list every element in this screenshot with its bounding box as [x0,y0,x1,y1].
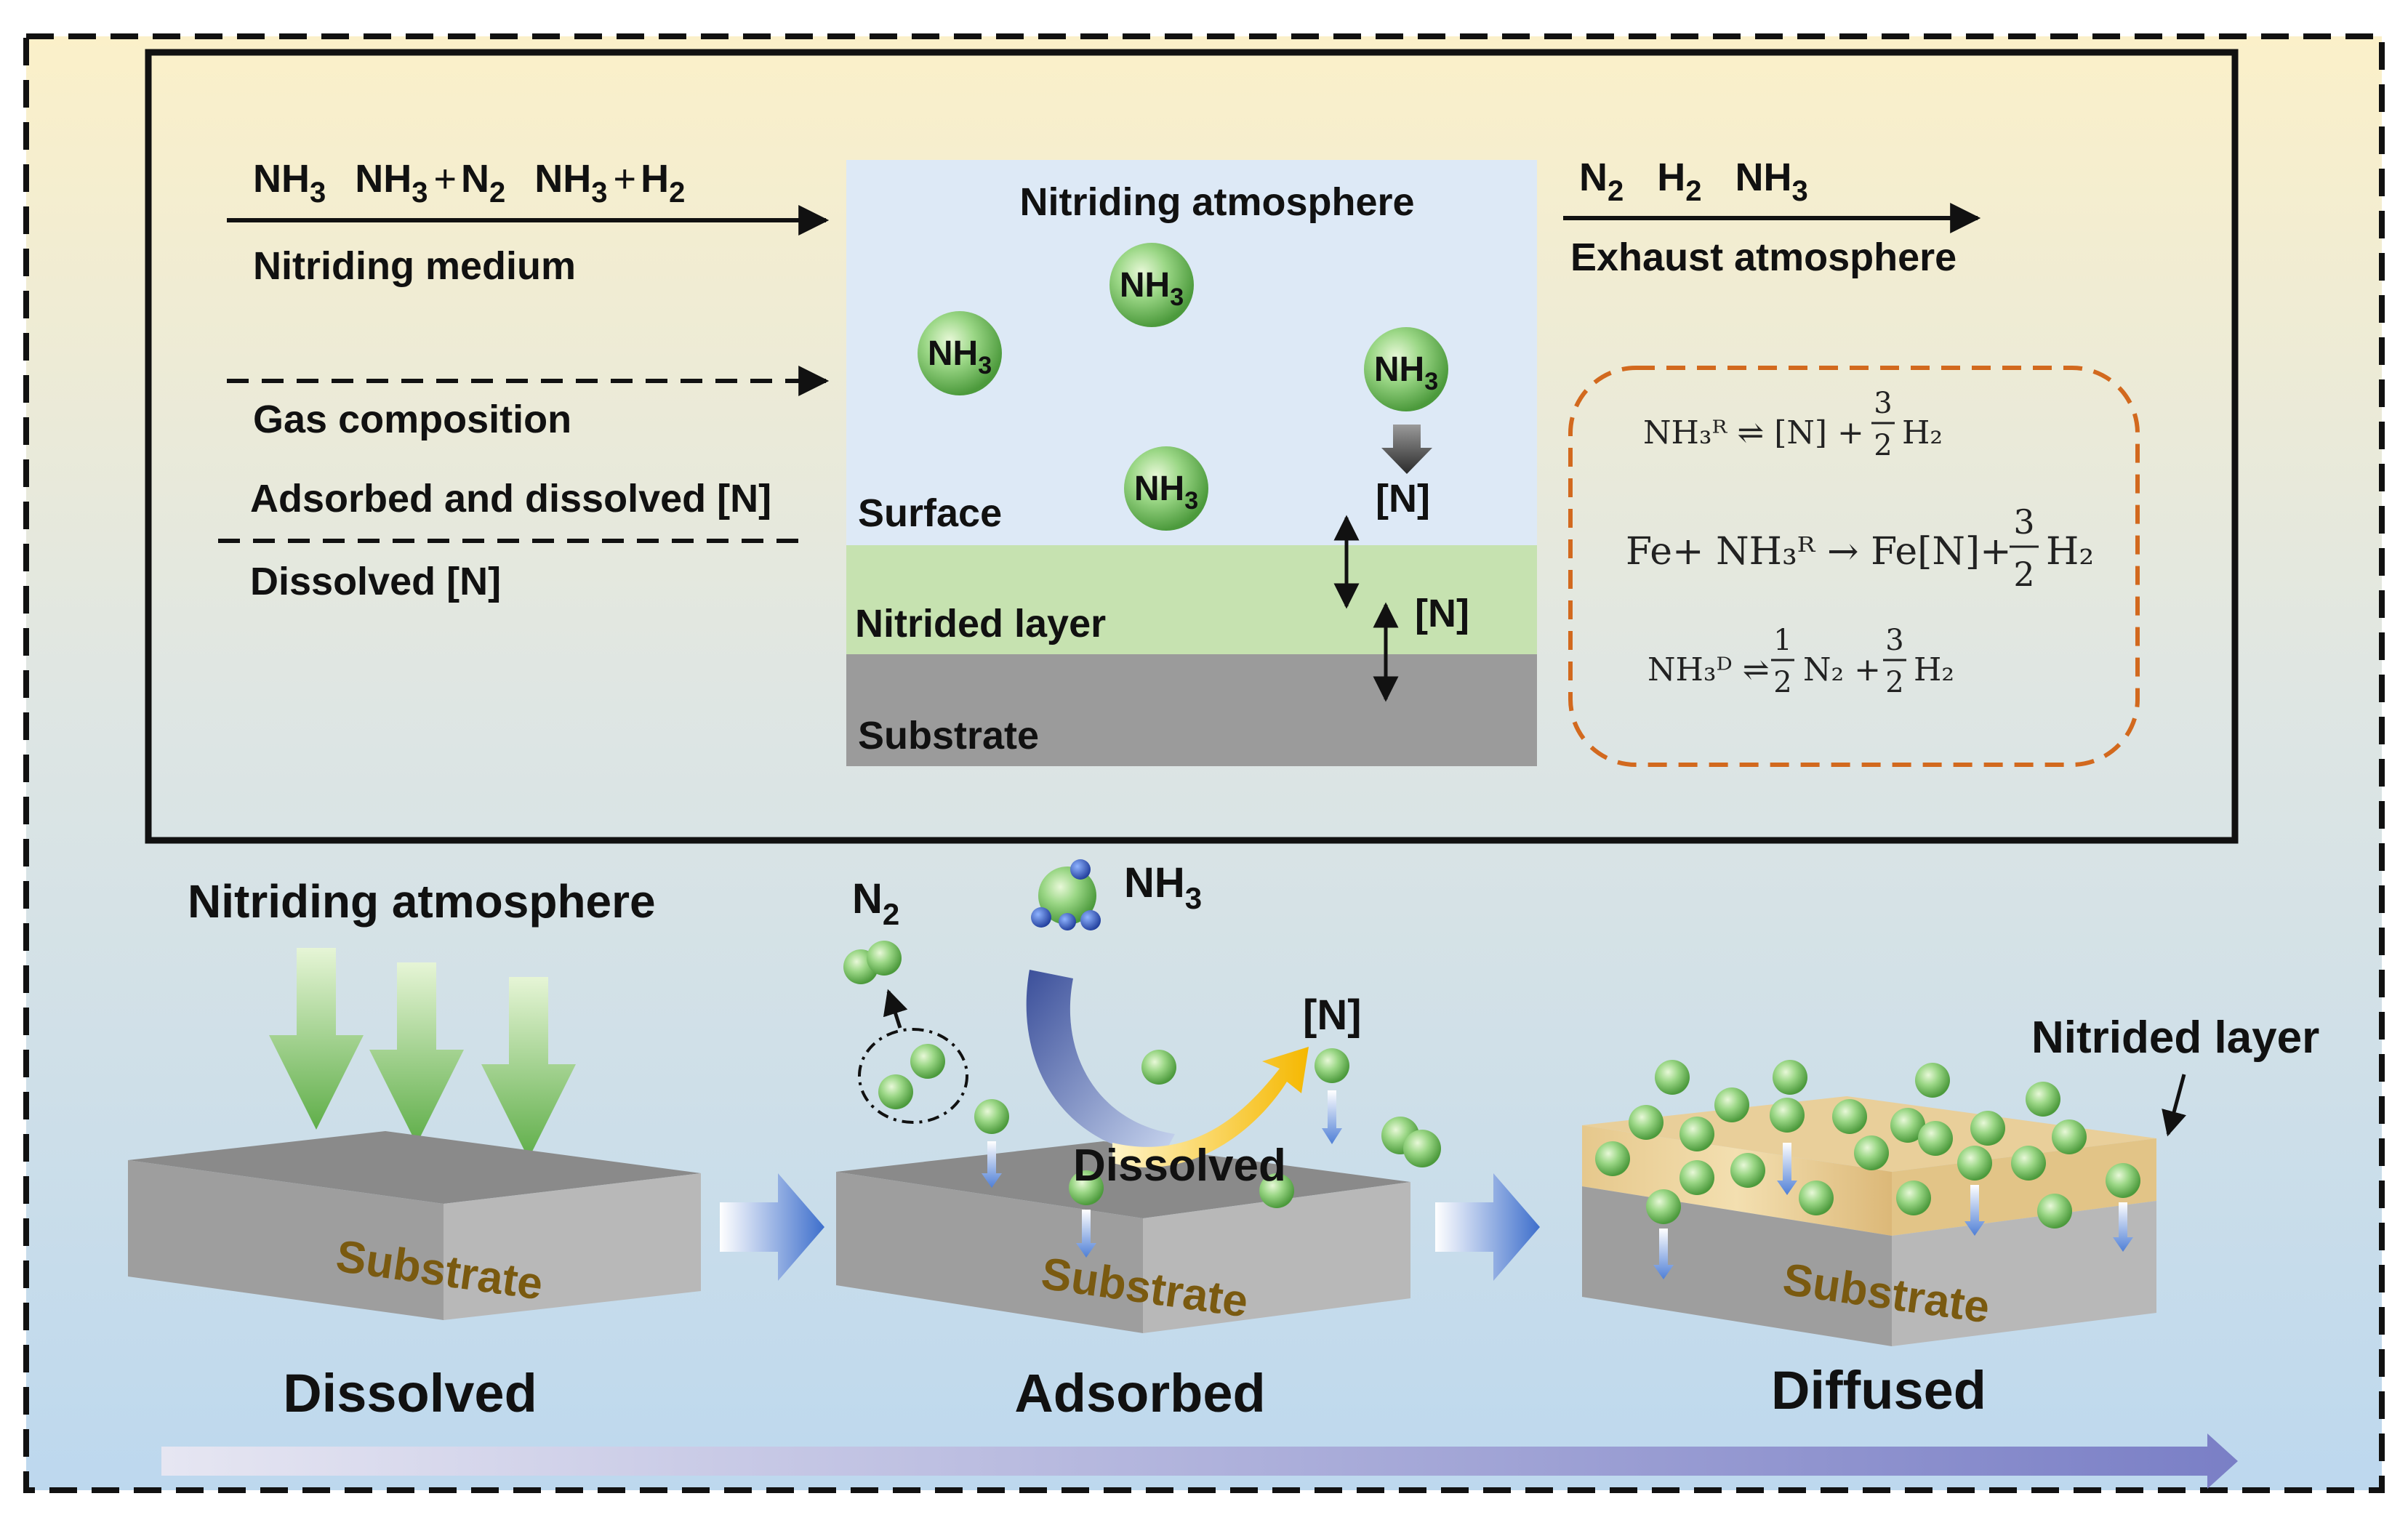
gas-composition-label: Gas composition [253,398,571,441]
nitrided-layer-bottom-label: Nitrided layer [2031,1013,2319,1063]
stage-arrow-1 [720,1173,824,1281]
green-down-arrow-1 [269,948,364,1130]
stage-label-dissolved: Dissolved [283,1363,537,1423]
equation-1: NH₃ᴿ ⇌ [N] + 3 2 H₂ [1643,387,1943,462]
nh3-3d-molecule [1031,859,1101,930]
progress-arrow [161,1433,2238,1489]
nh3-molecule-3: NH3 [1364,327,1448,411]
n-atom-surface-a [974,1099,1009,1134]
n2-label: N2 [852,875,899,931]
n-atom-circle-a [910,1044,945,1079]
svg-text:2: 2 [1874,429,1892,462]
svg-text:1: 1 [1773,624,1791,657]
stage-arrow-2 [1435,1173,1540,1281]
equation-3: NH₃ᴰ ⇌ 1 2 N₂ + 3 2 H₂ [1648,624,1954,699]
green-down-arrow-2 [369,962,464,1144]
n-surface-arrow-a [982,1141,1002,1188]
dissolved-mid-label: Dissolved [1073,1141,1286,1191]
svg-text:NH3: NH3 [1120,266,1184,311]
dissolution-curve [1112,1047,1309,1167]
n-atom-free [1141,1050,1176,1085]
svg-text:2: 2 [1885,666,1903,699]
svg-text:H₂: H₂ [2046,530,2094,574]
n-atom-surface-b [1069,1170,1104,1205]
bottom-n-label: [N] [1303,992,1362,1039]
top-panel-frame [145,49,2239,844]
svg-text:NH₃ᴰ ⇌: NH₃ᴰ ⇌ [1648,651,1770,688]
recombination-circle [858,1028,968,1124]
n2-surface-b [1403,1130,1441,1167]
svg-text:3: 3 [2013,502,2034,542]
exhaust-label: Exhaust atmosphere [1570,236,1956,279]
svg-text:NH3: NH3 [1134,470,1198,515]
svg-text:NH₃ᴿ ⇌ [N] +: NH₃ᴿ ⇌ [N] + [1643,414,1864,451]
surface-n-label: [N] [1376,477,1430,520]
green-down-arrow-3 [481,977,576,1159]
svg-text:H₂: H₂ [1902,414,1943,451]
decomposition-curve [1026,970,1175,1156]
svg-text:3: 3 [1874,387,1892,420]
svg-text:2: 2 [1773,666,1791,699]
nh3-molecule-1: NH3 [1109,243,1194,327]
n-atom-circle-b [878,1074,913,1109]
bottom-atmosphere-label: Nitriding atmosphere [188,875,656,928]
substrate-region [846,654,1537,766]
substrate-label: Substrate [858,714,1039,757]
nitriding-medium-label: Nitriding medium [253,244,576,288]
nh3-bottom-label: NH3 [1124,859,1202,915]
surface-label: Surface [858,491,1002,535]
svg-text:NH3: NH3 [928,334,992,379]
nitrided-layer-region [846,545,1537,654]
svg-text:NH3: NH3 [1374,350,1438,395]
atmosphere-title: Nitriding atmosphere [1019,180,1414,224]
n-atom-label [1315,1048,1349,1083]
n2-atom-b [867,941,902,976]
svg-text:2: 2 [2013,555,2034,594]
svg-text:N₂ +: N₂ + [1803,651,1881,688]
nitrided-layer-label: Nitrided layer [855,602,1106,646]
stage-label-adsorbed: Adsorbed [1014,1363,1265,1423]
n-atom-surface-c [1259,1173,1294,1208]
nh3-molecule-4: NH3 [1124,446,1208,531]
diffusion-down-arrows [1653,1143,2133,1279]
dissolved-n-label: Dissolved [N] [250,560,501,603]
n2-release-arrow [883,989,908,1029]
adsorption-down-arrow [1381,425,1432,474]
equations-box [1568,366,2140,767]
substrate-block-dissolved: Substrate [128,1131,701,1320]
n-down-arrow [1322,1090,1342,1144]
svg-text:H₂: H₂ [1914,651,1954,688]
nitrided-layer-pointer [2162,1074,2187,1137]
n-surface-arrow-b [1076,1210,1096,1258]
nh3-molecule-2: NH3 [918,311,1002,395]
stage-label-diffused: Diffused [1771,1360,1986,1420]
equation-2: Fe+ NH₃ᴿ → Fe[N]+ 3 2 H₂ [1626,502,2094,594]
adsorbed-dissolved-label: Adsorbed and dissolved [N] [250,477,771,520]
svg-text:Fe+ NH₃ᴿ → Fe[N]+: Fe+ NH₃ᴿ → Fe[N]+ [1626,530,2012,574]
diffused-n-atoms [1595,1060,2140,1229]
layer-n-label: [N] [1415,592,1469,635]
svg-text:3: 3 [1885,624,1903,657]
